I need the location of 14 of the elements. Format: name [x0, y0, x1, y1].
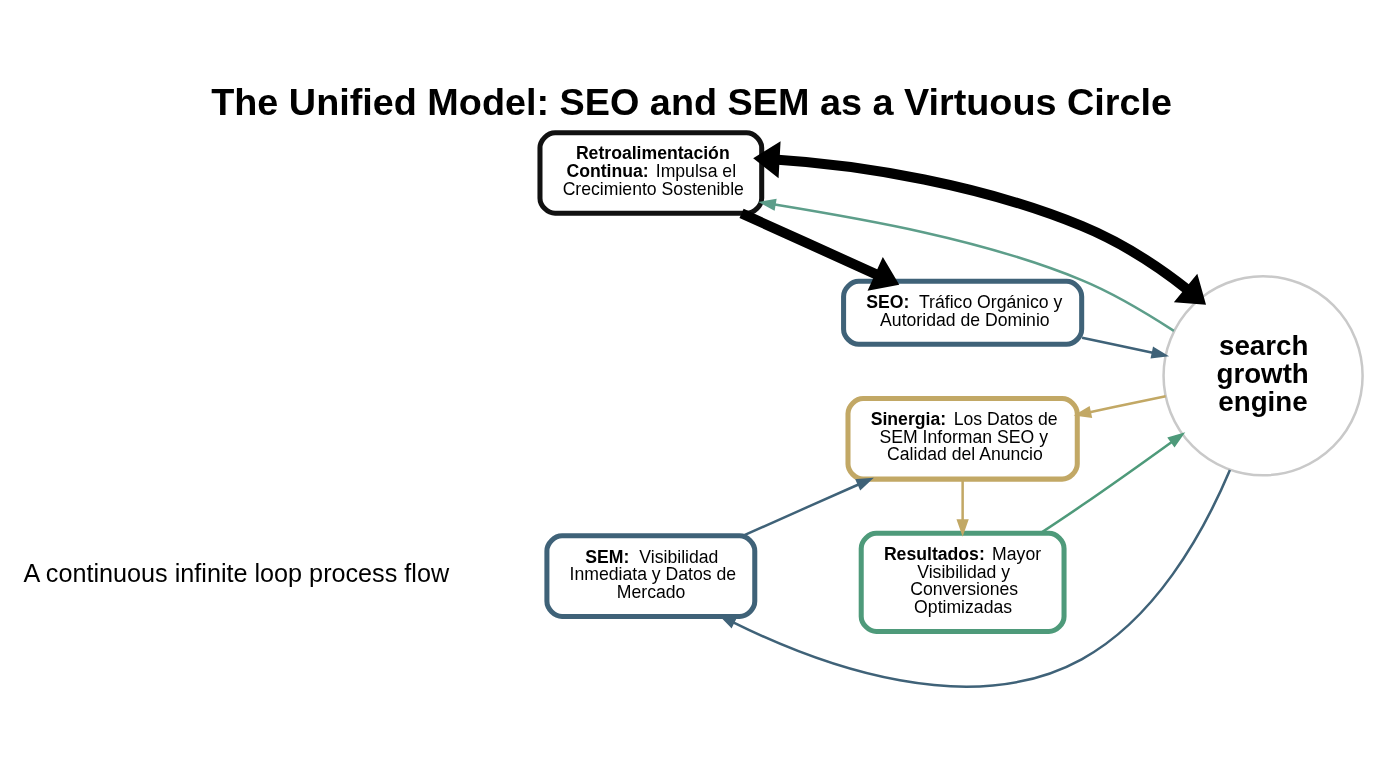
arrow — [739, 208, 900, 291]
node-box: SEM: Visibilidad Inmediata y Datos de Mercado — [544, 533, 758, 619]
arrow — [1073, 394, 1166, 418]
label: A continuous infinite loop process flow — [23, 559, 450, 588]
node-box: Retroalimentación Continua: Impulsa el Crecimiento Sostenible — [537, 130, 765, 216]
node-box: Sinergia: Los Datos de SEM Informan SEO y Calidad del Anuncio — [845, 396, 1080, 482]
arrow — [1081, 336, 1170, 359]
arrow — [758, 198, 1175, 332]
arrow — [753, 141, 1207, 305]
node-box: Resultados: Mayor Visibilidad y Conversiones Optimizadas — [858, 530, 1067, 635]
diagram-title: The Unified Model: SEO and SEM as a Virtuous Circle — [211, 81, 1172, 124]
node-box: SEO: Tráfico Orgánico y Autoridad de Dominio — [841, 278, 1085, 347]
arrow — [742, 477, 874, 537]
arrow — [956, 479, 969, 537]
